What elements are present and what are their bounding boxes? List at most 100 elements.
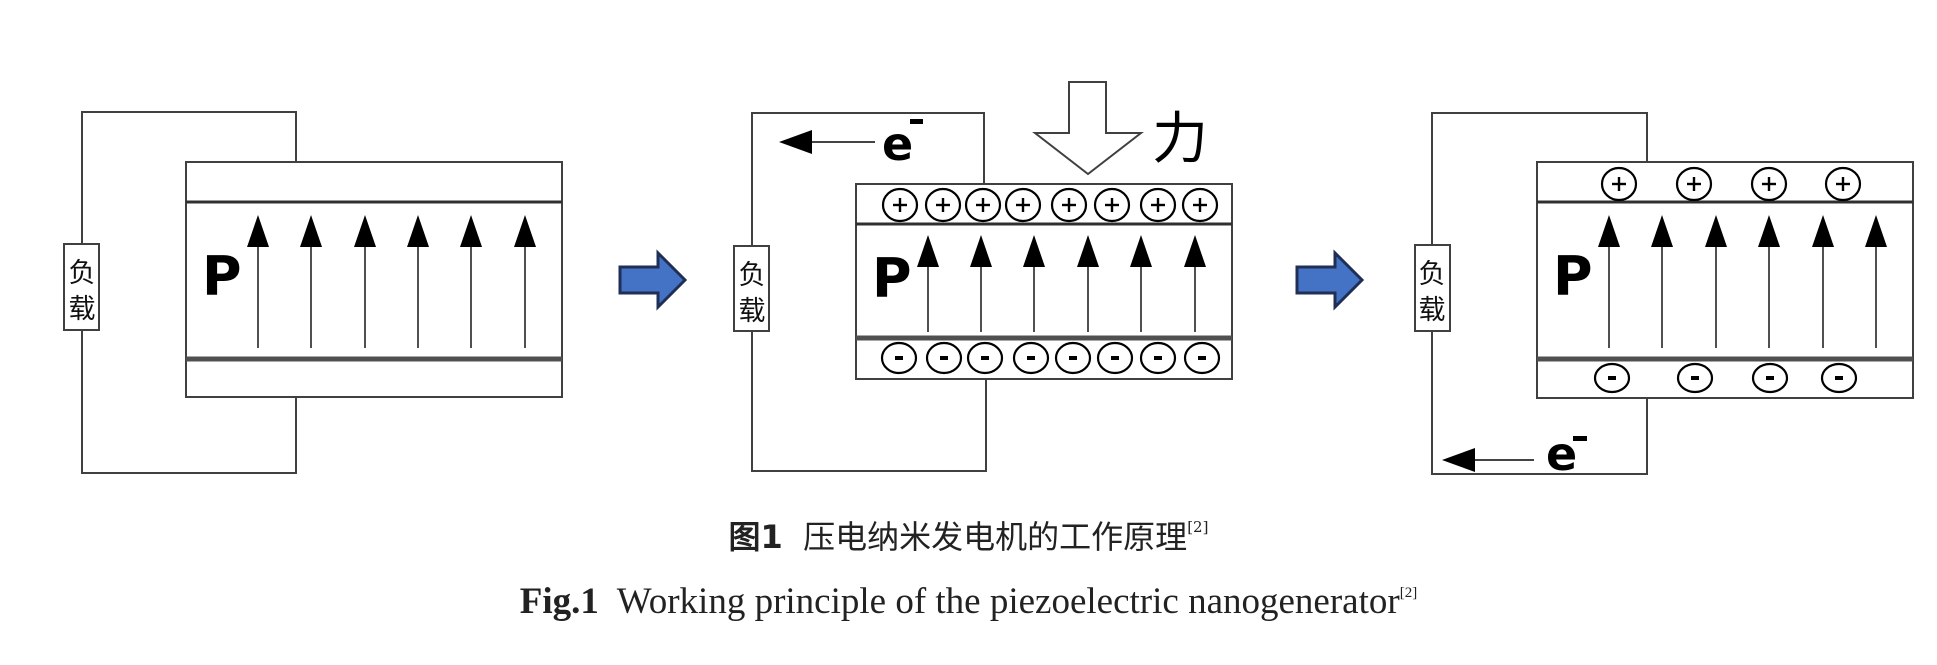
device-body bbox=[1536, 161, 1914, 399]
positive-charge bbox=[1600, 166, 1638, 202]
caption-cn-figure-number: 图1 bbox=[728, 518, 783, 556]
polarization-arrow-head bbox=[1705, 215, 1727, 247]
caption-en-figure-number: Fig.1 bbox=[519, 581, 599, 622]
polarization-label: P bbox=[1553, 245, 1593, 308]
electron-label: e bbox=[882, 117, 913, 171]
force-label: 力 bbox=[1152, 107, 1208, 172]
caption-cn-text: 压电纳米发电机的工作原理 bbox=[803, 518, 1188, 556]
polarization-label: P bbox=[202, 245, 242, 308]
negative-charge bbox=[1012, 341, 1050, 375]
load-box bbox=[1414, 244, 1451, 332]
polarization-arrow bbox=[1812, 215, 1834, 348]
load: 负 载 bbox=[733, 245, 770, 332]
load: 负 载 bbox=[1414, 244, 1451, 332]
force-arrow bbox=[1032, 81, 1144, 176]
negative-charge bbox=[1593, 362, 1631, 394]
polarization-arrow-head bbox=[970, 235, 992, 267]
positive-charge bbox=[1181, 187, 1219, 223]
polarization-arrow bbox=[970, 235, 992, 332]
polarization-label: P bbox=[872, 247, 912, 310]
load-box bbox=[733, 245, 770, 332]
negative-charge bbox=[1139, 341, 1177, 375]
load: 负 载 bbox=[63, 243, 100, 331]
minus-sign bbox=[1835, 376, 1843, 380]
polarization-arrow bbox=[460, 215, 482, 348]
polarization-arrow-head bbox=[1184, 235, 1206, 267]
positive-charge bbox=[1824, 166, 1862, 202]
polarization-arrow bbox=[247, 215, 269, 348]
polarization-arrow-head bbox=[1598, 215, 1620, 247]
polarization-arrow-head bbox=[1812, 215, 1834, 247]
negative-charge bbox=[1820, 362, 1858, 394]
positive-charge bbox=[1093, 187, 1131, 223]
circuit-wire-top bbox=[81, 111, 297, 244]
positive-charge bbox=[1675, 166, 1713, 202]
circuit-wire-bottom bbox=[81, 330, 297, 474]
electron-charge-sign bbox=[910, 119, 923, 124]
circuit-wire-bottom bbox=[751, 331, 987, 472]
polarization-arrow bbox=[917, 235, 939, 332]
electron-flow-arrowhead bbox=[779, 130, 812, 154]
polarization-arrow bbox=[354, 215, 376, 348]
caption-chinese: 图1 压电纳米发电机的工作原理[2] bbox=[0, 512, 1937, 558]
minus-sign bbox=[1154, 356, 1162, 360]
caption-cn-reference: [2] bbox=[1187, 518, 1209, 536]
negative-charge bbox=[1751, 362, 1789, 394]
polarization-arrow-head bbox=[1130, 235, 1152, 267]
polarization-arrow bbox=[1758, 215, 1780, 348]
circuit-wire-top bbox=[1431, 112, 1648, 245]
negative-charge bbox=[925, 341, 963, 375]
polarization-arrow bbox=[1130, 235, 1152, 332]
polarization-arrow-head bbox=[514, 215, 536, 247]
polarization-arrow bbox=[514, 215, 536, 348]
caption-en-text: Working principle of the piezoelectric n… bbox=[616, 581, 1400, 622]
polarization-arrow-head bbox=[1758, 215, 1780, 247]
polarization-arrows bbox=[1598, 215, 1887, 348]
panel-compressed: 负 载 P e 力 bbox=[733, 81, 1233, 472]
electron-flow-arrowhead bbox=[1442, 448, 1475, 472]
polarization-arrow bbox=[1651, 215, 1673, 348]
device-body bbox=[185, 161, 563, 398]
load-label-1: 负 bbox=[739, 260, 766, 291]
minus-sign bbox=[1027, 356, 1035, 360]
minus-sign bbox=[981, 356, 989, 360]
polarization-arrow-head bbox=[917, 235, 939, 267]
polarization-arrow-head bbox=[1865, 215, 1887, 247]
top-charges bbox=[1600, 166, 1862, 202]
polarization-arrow bbox=[1184, 235, 1206, 332]
electron-flow: e bbox=[779, 117, 923, 171]
electron-label: e bbox=[1546, 427, 1577, 481]
polarization-arrow bbox=[300, 215, 322, 348]
polarization-arrow-head bbox=[300, 215, 322, 247]
negative-charge bbox=[1676, 362, 1714, 394]
polarization-arrow bbox=[407, 215, 429, 348]
polarization-arrow bbox=[1705, 215, 1727, 348]
polarization-arrow-head bbox=[460, 215, 482, 247]
caption-en-reference: [2] bbox=[1399, 585, 1418, 601]
positive-charge bbox=[1004, 187, 1042, 223]
minus-sign bbox=[940, 356, 948, 360]
polarization-arrow-head bbox=[1651, 215, 1673, 247]
bottom-charges bbox=[880, 341, 1221, 375]
minus-sign bbox=[1766, 376, 1774, 380]
polarization-arrow-head bbox=[247, 215, 269, 247]
polarization-arrow bbox=[1598, 215, 1620, 348]
electron-flow: e bbox=[1442, 427, 1587, 481]
piezo-nanogenerator-diagram: 负 载 P 负 载 P e 力 bbox=[63, 81, 1914, 481]
polarization-arrows bbox=[917, 235, 1206, 332]
minus-sign bbox=[1111, 356, 1119, 360]
transition-arrow-1 bbox=[618, 249, 688, 311]
transition-arrow-2 bbox=[1295, 249, 1365, 311]
circuit-wire-bottom bbox=[1431, 331, 1648, 475]
panel-initial: 负 载 P bbox=[63, 111, 563, 474]
polarization-arrow bbox=[1023, 235, 1045, 332]
load-label-1: 负 bbox=[69, 258, 96, 289]
minus-sign bbox=[895, 356, 903, 360]
negative-charge bbox=[1183, 341, 1221, 375]
positive-charge bbox=[881, 187, 919, 223]
polarization-arrow-head bbox=[1077, 235, 1099, 267]
load-label-2: 载 bbox=[69, 294, 96, 325]
top-charges bbox=[881, 187, 1219, 223]
positive-charge bbox=[924, 187, 962, 223]
polarization-arrow bbox=[1865, 215, 1887, 348]
